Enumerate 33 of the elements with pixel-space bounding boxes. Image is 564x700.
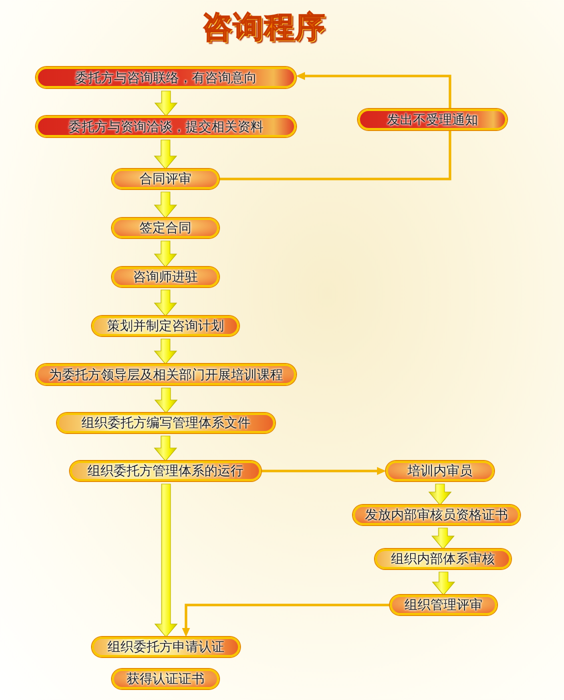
process-box: 为委托方领导层及相关部门开展培训课程 bbox=[36, 364, 296, 385]
process-box: 培训内审员 bbox=[386, 461, 494, 481]
process-box: 发放内部审核员资格证书 bbox=[353, 505, 520, 525]
arrow bbox=[432, 572, 456, 596]
process-box: 组织委托方编写管理体系文件 bbox=[57, 413, 275, 433]
process-box: 委托方与咨询联络，有咨询意向 bbox=[36, 67, 296, 88]
arrow bbox=[431, 528, 455, 550]
process-box: 合同评审 bbox=[112, 169, 219, 189]
arrow bbox=[182, 604, 390, 637]
arrow bbox=[154, 484, 178, 638]
arrow bbox=[154, 90, 178, 116]
arrow bbox=[261, 467, 386, 475]
arrow bbox=[296, 72, 452, 109]
process-box: 策划并制定咨询计划 bbox=[92, 316, 239, 336]
arrow bbox=[154, 192, 178, 218]
arrow bbox=[154, 436, 178, 462]
process-box: 咨询师进驻 bbox=[112, 267, 219, 287]
title: 咨询程序 bbox=[202, 11, 326, 45]
arrow bbox=[154, 240, 178, 268]
process-box: 获得认证证书 bbox=[112, 669, 219, 689]
arrow bbox=[154, 388, 178, 414]
process-box: 组织管理评审 bbox=[390, 595, 497, 615]
arrow bbox=[154, 140, 178, 170]
process-box: 组织内部体系审核 bbox=[375, 549, 511, 569]
process-box: 签定合同 bbox=[112, 218, 219, 238]
connector-line bbox=[219, 130, 452, 180]
process-box: 组织委托方管理体系的运行 bbox=[70, 461, 261, 481]
arrow bbox=[154, 290, 178, 316]
process-box: 委托方与资询洽谈，提交相关资料 bbox=[36, 116, 296, 137]
process-box: 组织委托方申请认证 bbox=[92, 637, 240, 657]
arrow bbox=[428, 484, 452, 506]
process-box: 发出不受理通知 bbox=[358, 109, 507, 130]
arrow bbox=[154, 338, 178, 364]
